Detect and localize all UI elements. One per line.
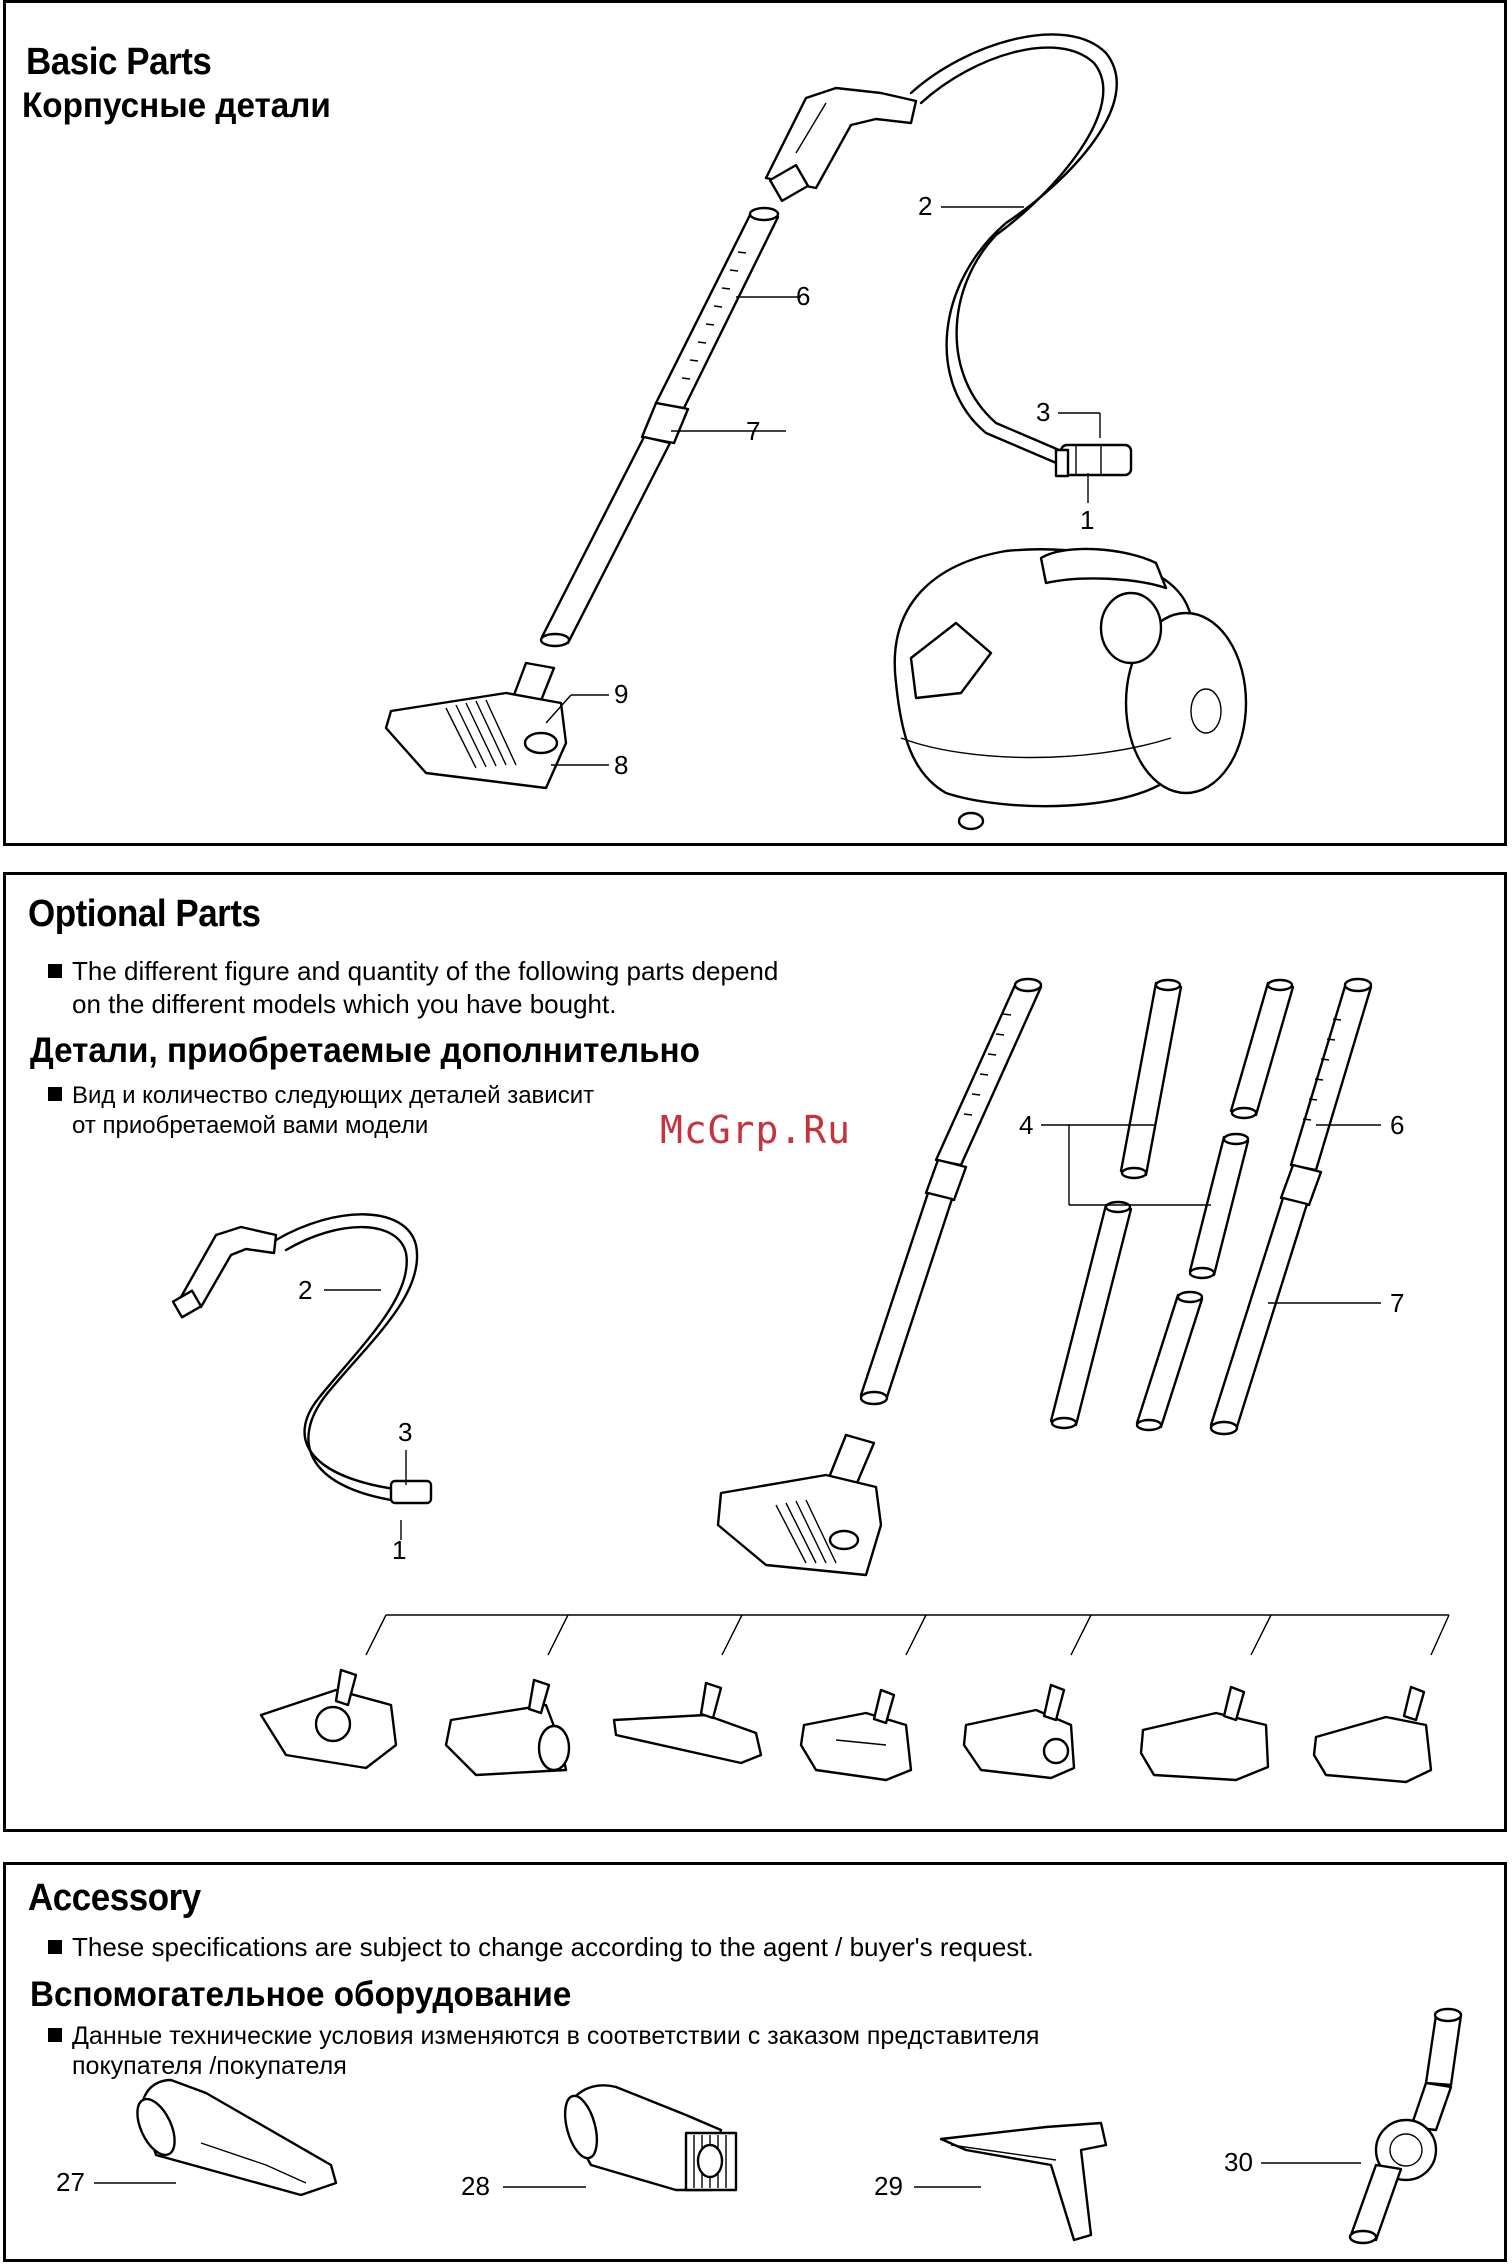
accessory-note-ru: Данные технические условия изменяются в … <box>48 2021 1039 2081</box>
basic-callouts: 2 6 7 3 1 9 8 <box>614 191 1094 780</box>
turbo-adaptor-drawing <box>1348 2007 1463 2245</box>
nozzle-option-6 <box>1139 1685 1270 1782</box>
basic-parts-diagram: 2 6 7 3 1 9 8 <box>384 33 1248 831</box>
basic-parts-title-en: Basic Parts <box>26 41 212 83</box>
basic-parts-title-ru: Корпусные детали <box>22 86 331 125</box>
optional-parts-title-en: Optional Parts <box>28 893 261 935</box>
callout-7: 7 <box>746 416 760 446</box>
callout-3: 3 <box>1036 397 1050 427</box>
accessory-panel: Accessory These specifications are subje… <box>3 1862 1507 2262</box>
floor-nozzle-drawing <box>384 661 568 790</box>
basic-parts-panel: Basic Parts Корпусные детали <box>3 0 1507 846</box>
callout-8: 8 <box>614 750 628 780</box>
hose-handle <box>764 86 918 190</box>
optional-callout-1: 1 <box>392 1535 406 1565</box>
dusting-brush-drawing <box>563 2084 738 2192</box>
optional-parts-panel: Optional Parts The different figure and … <box>3 872 1507 1832</box>
optional-parts-diagram: 2 3 1 4 6 7 <box>171 977 1450 1784</box>
accessory-callout-29: 29 <box>874 2171 903 2201</box>
optional-telescopic-tube-1 <box>859 977 1043 1406</box>
callout-2: 2 <box>918 191 932 221</box>
optional-callout-6: 6 <box>1390 1110 1404 1140</box>
optional-note-ru: Вид и количество следующих деталей завис… <box>48 1081 594 1141</box>
watermark-text: McGrp.Ru <box>660 1108 852 1152</box>
optional-callout-7: 7 <box>1390 1288 1404 1318</box>
accessory-title-en: Accessory <box>28 1877 201 1919</box>
accessory-leader-lines <box>94 2162 1361 2188</box>
vacuum-body-drawing <box>893 547 1248 831</box>
nozzle-option-4 <box>799 1688 913 1782</box>
accessory-callout-28: 28 <box>461 2171 490 2201</box>
optional-extension-tubes <box>1049 978 1295 1432</box>
accessory-diagram: 27 28 29 30 <box>56 2007 1463 2245</box>
optional-hose-drawing <box>171 1213 433 1505</box>
nozzle-option-5 <box>962 1683 1076 1780</box>
bullet-square-icon <box>48 2028 62 2042</box>
optional-leader-lines <box>324 1124 1450 1656</box>
callout-6: 6 <box>796 281 810 311</box>
bullet-square-icon <box>48 1087 62 1101</box>
nozzle-option-3 <box>612 1681 763 1765</box>
optional-floor-nozzle <box>716 1433 883 1577</box>
optional-nozzle-row <box>259 1668 1433 1784</box>
callout-9: 9 <box>614 679 628 709</box>
nozzle-option-1 <box>259 1668 398 1770</box>
callout-1: 1 <box>1080 505 1094 535</box>
crevice-tool-drawing <box>136 2078 338 2197</box>
optional-callout-4: 4 <box>1019 1110 1033 1140</box>
telescopic-tube-drawing <box>539 206 780 648</box>
optional-parts-title-ru: Детали, приобретаемые дополнительно <box>30 1031 700 1070</box>
nozzle-option-7 <box>1312 1685 1433 1784</box>
accessory-callout-27: 27 <box>56 2167 85 2197</box>
hose-drawing <box>764 33 1133 478</box>
bullet-square-icon <box>48 964 62 978</box>
accessory-note-en: These specifications are subject to chan… <box>48 1931 1034 1964</box>
optional-note-en: The different figure and quantity of the… <box>48 955 778 1021</box>
nozzle-option-2 <box>444 1678 571 1777</box>
accessory-callout-30: 30 <box>1224 2147 1253 2177</box>
accessory-title-ru: Вспомогательное оборудование <box>30 1975 572 2014</box>
bullet-square-icon <box>48 1940 62 1954</box>
optional-callout-3: 3 <box>398 1417 412 1447</box>
optional-telescopic-tube-2 <box>1209 977 1373 1436</box>
accessory-callouts: 27 28 29 30 <box>56 2147 1253 2201</box>
upholstery-nozzle-drawing <box>939 2121 1108 2242</box>
optional-callouts: 2 3 1 4 6 7 <box>298 1110 1404 1565</box>
basic-leader-lines <box>545 206 1101 766</box>
optional-callout-2: 2 <box>298 1275 312 1305</box>
